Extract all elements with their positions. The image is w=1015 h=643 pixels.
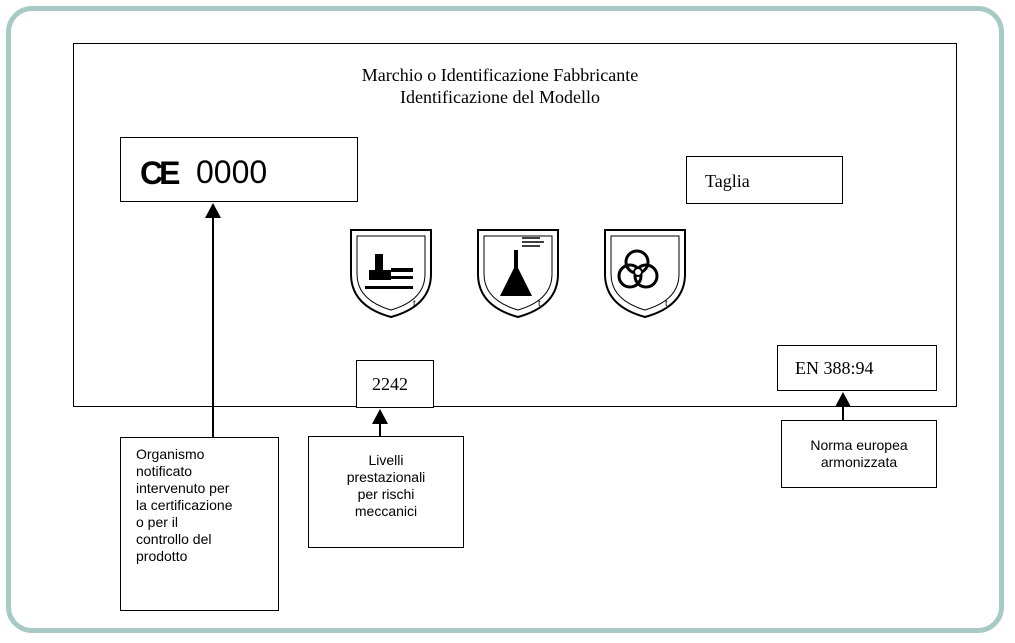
manufacturer-title: Marchio o Identificazione Fabbricante [361, 65, 639, 85]
european-standard-note-box [781, 420, 937, 488]
svg-text:t: t [413, 298, 416, 309]
standard-box [777, 345, 937, 391]
mechanical-risk-icon: t [350, 229, 432, 319]
leader-line-standard [842, 406, 844, 420]
note-line: per rischi [357, 486, 415, 502]
notified-body-note-box [120, 437, 279, 611]
ce-box [120, 137, 358, 202]
note-line: Organismo [136, 446, 205, 462]
note-line: Norma europea [810, 437, 908, 453]
biohazard-icon: t [604, 229, 686, 319]
arrow-head-performance [372, 409, 388, 424]
note-line: armonizzata [820, 454, 898, 470]
svg-text:t: t [538, 298, 541, 309]
performance-levels-note-box [308, 436, 464, 548]
ce-number: 0000 [196, 154, 268, 190]
arrow-head-ce [205, 203, 221, 218]
svg-text:t: t [665, 298, 668, 309]
note-line: Livelli [368, 452, 404, 468]
notified-body-note: Organismo notificato intervenuto per la … [136, 446, 233, 565]
leader-line-performance [379, 423, 381, 437]
performance-levels-note: Livelli prestazionali per rischi meccani… [308, 452, 464, 520]
performance-code-box [356, 360, 434, 408]
note-line: meccanici [354, 503, 418, 519]
chemical-risk-icon: t [477, 229, 559, 319]
arrow-head-standard [835, 392, 851, 407]
note-line: prestazionali [346, 469, 426, 485]
note-line: prodotto [136, 548, 188, 564]
size-label: Taglia [705, 171, 750, 191]
size-box [686, 156, 843, 204]
note-line: notificato [136, 463, 193, 479]
european-standard-note: Norma europea armonizzata [781, 437, 937, 471]
leader-line-ce [212, 217, 214, 438]
note-line: intervenuto per [136, 480, 230, 496]
ce-mark: CE [140, 155, 181, 191]
standard-label: EN 388:94 [795, 358, 874, 378]
note-line: o per il [136, 514, 179, 530]
note-line: controllo del [136, 531, 212, 547]
performance-code: 2242 [372, 374, 408, 394]
note-line: la certificazione [136, 497, 233, 513]
model-title: Identificazione del Modello [400, 87, 600, 107]
